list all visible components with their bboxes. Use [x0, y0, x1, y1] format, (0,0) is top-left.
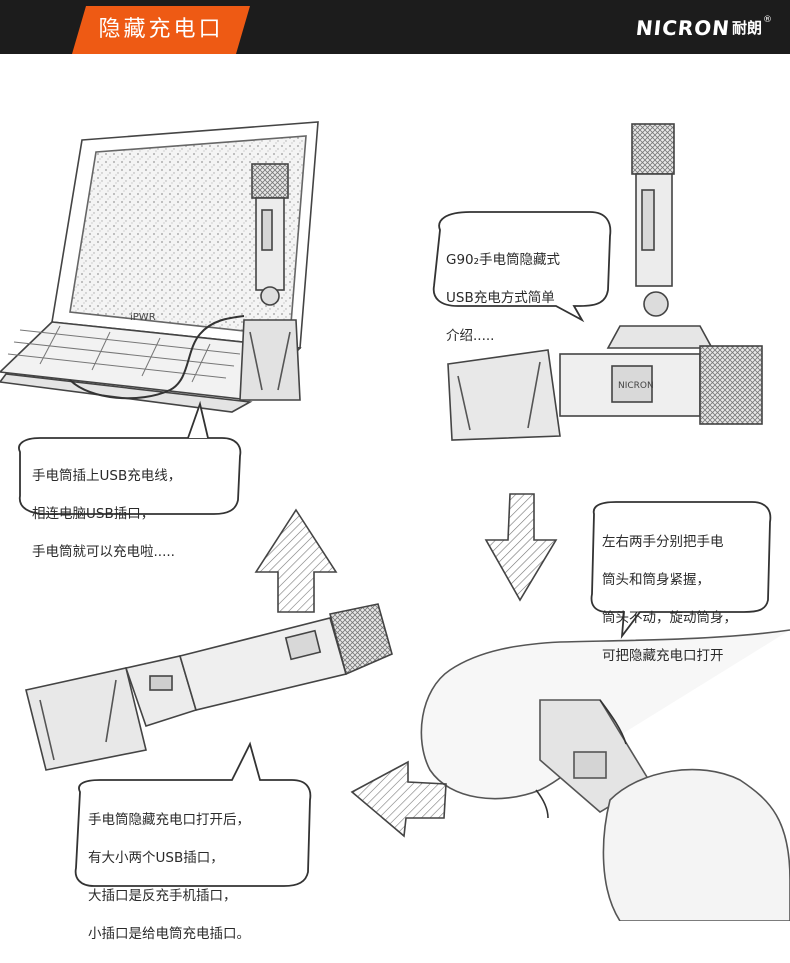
- caption-step1-line2: USB充电方式简单: [446, 290, 555, 306]
- page-title: 隐藏充电口: [98, 17, 224, 42]
- caption-step4-line2: 相连电脑USB插口，: [32, 506, 155, 522]
- flashlight-opened-sketch: [25, 603, 393, 771]
- brand-logo: NICRON 耐朗 ®: [634, 14, 772, 44]
- caption-step4: 手电筒插上USB充电线， 相连电脑USB插口， 手电筒就可以充电啦.....: [32, 448, 181, 581]
- speech-bubble-step2: [590, 501, 772, 640]
- flashlight-standing-laptop: [239, 163, 301, 401]
- caption-step1-line3: 介绍.....: [446, 328, 495, 344]
- caption-step4-line3: 手电筒就可以充电啦.....: [32, 544, 175, 560]
- hands-twisting-sketch: [420, 629, 790, 921]
- header-bar: 隐藏充电口 NICRON 耐朗 ®: [0, 0, 790, 54]
- caption-step2-line4: 可把隐藏充电口打开: [602, 648, 724, 664]
- speech-bubble-step4: [18, 400, 242, 515]
- caption-step3-line3: 大插口是反充手机插口，: [88, 888, 237, 904]
- caption-step2-line3: 筒头不动，旋动筒身，: [602, 610, 737, 626]
- title-tab: 隐藏充电口: [72, 6, 250, 54]
- arrow-left-icon: [350, 760, 447, 838]
- caption-step1: G90₂手电筒隐藏式 USB充电方式简单 介绍.....: [446, 232, 560, 365]
- caption-step4-line1: 手电筒插上USB充电线，: [32, 468, 182, 484]
- brand-latin: NICRON: [634, 16, 732, 40]
- caption-step3-line2: 有大小两个USB插口，: [88, 850, 224, 866]
- caption-step3-line1: 手电筒隐藏充电口打开后，: [88, 812, 250, 828]
- flashlight-assembled-sketch: NICRON: [447, 123, 763, 441]
- caption-step3-line4: 小插口是给电筒充电插口。: [88, 926, 250, 942]
- caption-step2: 左右两手分别把手电 筒头和筒身紧握， 筒头不动，旋动筒身， 可把隐藏充电口打开: [602, 514, 737, 685]
- svg-text:iPWR: iPWR: [130, 312, 156, 323]
- caption-step3: 手电筒隐藏充电口打开后， 有大小两个USB插口， 大插口是反充手机插口， 小插口…: [88, 792, 250, 963]
- brand-chinese: 耐朗: [731, 19, 762, 37]
- instruction-illustration: iPWR NICRON: [0, 121, 790, 921]
- registered-mark: ®: [763, 15, 772, 25]
- caption-step2-line1: 左右两手分别把手电: [602, 534, 724, 550]
- svg-text:NICRON: NICRON: [618, 381, 654, 391]
- arrow-up-icon: [254, 508, 338, 613]
- arrow-down-icon: [484, 493, 558, 602]
- caption-step2-line2: 筒头和筒身紧握，: [602, 572, 710, 588]
- speech-bubble-step3: [74, 741, 312, 887]
- speech-bubble-step1: [432, 211, 612, 323]
- caption-step1-line1: G90₂手电筒隐藏式: [446, 252, 561, 268]
